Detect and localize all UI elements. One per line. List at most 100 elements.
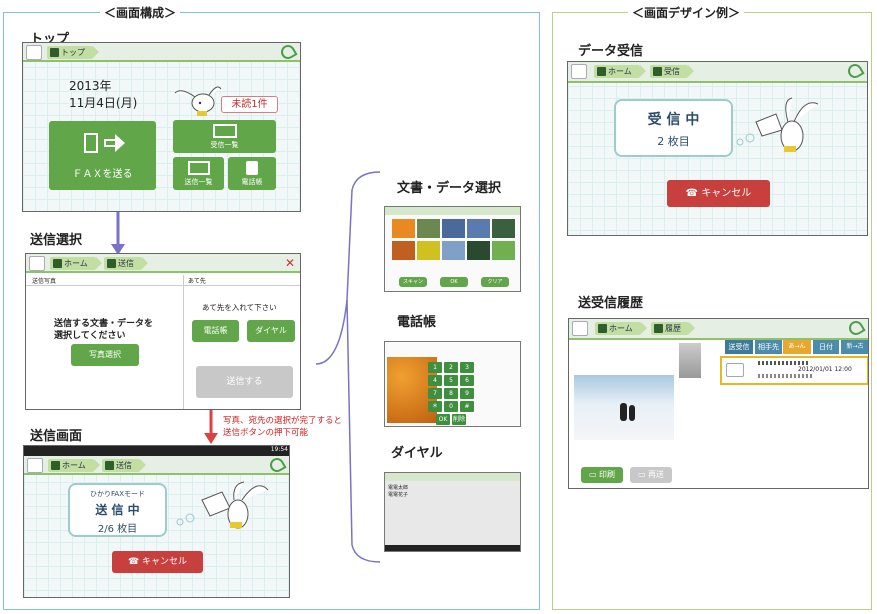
- right-panel-title: ＜画面デザイン例＞: [628, 4, 745, 21]
- phone-icon[interactable]: [267, 455, 287, 475]
- note-line2: 送信ボタンの押下可能: [223, 428, 309, 438]
- printer-icon: ▭: [588, 470, 600, 479]
- key-5[interactable]: 5: [444, 375, 458, 386]
- bunny-mascot-icon: [174, 86, 222, 116]
- tab-date[interactable]: 日付: [813, 340, 839, 354]
- hangup-icon: ☎: [127, 557, 143, 567]
- tab-partner[interactable]: 相手先: [755, 340, 782, 354]
- photo-tile[interactable]: [467, 219, 490, 238]
- crumb-history[interactable]: 履歴: [651, 322, 695, 335]
- crumb-send[interactable]: 送信: [104, 257, 148, 270]
- photo-tile[interactable]: [417, 219, 440, 238]
- app-logo-icon: [27, 458, 43, 473]
- cancel-button[interactable]: ☎ キャンセル: [667, 180, 770, 207]
- history-screen: ホーム 履歴 送受信 相手先 あ→ん 日付 新→古 2012/01/01 12:…: [568, 318, 869, 489]
- receive-status-bubble: 受 信 中 2 枚目: [614, 99, 733, 157]
- scan-button[interactable]: スキャン: [399, 277, 427, 287]
- top-date: 11月4日(月): [69, 96, 138, 110]
- phonebook-icon: [246, 161, 258, 175]
- phonebook-dest-button[interactable]: 電話帳: [192, 320, 239, 342]
- key-delete[interactable]: 削除: [452, 414, 466, 425]
- receive-bar: ホーム 受信: [568, 62, 867, 83]
- phonebook-button[interactable]: 電話帳: [228, 157, 276, 190]
- phone-icon[interactable]: [845, 62, 865, 81]
- left-panel: [3, 12, 540, 610]
- home-icon: [53, 259, 62, 268]
- left-panel-title: ＜画面構成＞: [100, 4, 181, 21]
- doc-select-label: 文書・データ選択: [397, 181, 502, 196]
- key-8[interactable]: 8: [444, 388, 458, 399]
- send-icon: [105, 461, 114, 470]
- receive-screen: ホーム 受信 受 信 中 2 枚目 ☎ キャンセル: [567, 61, 868, 236]
- key-7[interactable]: 7: [428, 388, 442, 399]
- resend-icon: ▭: [637, 470, 649, 479]
- key-1[interactable]: 1: [428, 362, 442, 373]
- close-phone-icon[interactable]: ✕: [284, 256, 295, 270]
- hangup-icon: ☎: [685, 188, 702, 199]
- phone-icon[interactable]: [278, 43, 298, 62]
- crumb-home[interactable]: ホーム: [48, 459, 100, 472]
- history-entry[interactable]: 2012/01/01 12:00: [720, 356, 868, 385]
- key-star[interactable]: ＊: [428, 401, 442, 412]
- dial-thumb: 電電太郎 電電花子: [384, 472, 521, 552]
- thumb-bar: [385, 207, 520, 215]
- photo-tile[interactable]: [442, 219, 465, 238]
- key-hash[interactable]: #: [460, 401, 474, 412]
- phonebook-label: 電話帳: [397, 315, 437, 330]
- key-3[interactable]: 3: [460, 362, 474, 373]
- cancel-button[interactable]: ☎ キャンセル: [112, 551, 203, 573]
- send-button[interactable]: 送信する: [196, 366, 293, 398]
- photo-select-button[interactable]: 写真選択: [71, 344, 139, 366]
- received-list-button[interactable]: 受信一覧: [173, 120, 276, 153]
- send-icon: [107, 259, 116, 268]
- phone-icon[interactable]: [846, 319, 866, 338]
- key-6[interactable]: 6: [460, 375, 474, 386]
- bunny-mascot-icon: [736, 97, 819, 152]
- instruction-line2: 選択してください: [54, 331, 126, 341]
- crumb-home[interactable]: ホーム: [595, 322, 647, 335]
- key-2[interactable]: 2: [444, 362, 458, 373]
- key-ok[interactable]: OK: [436, 414, 450, 425]
- crumb-send[interactable]: 送信: [102, 459, 146, 472]
- top-screen: トップ 2013年 11月4日(月) 未読1件 ＦＡＸを送る 受信一覧 送信一覧…: [22, 42, 301, 212]
- photo-tile[interactable]: [392, 219, 415, 238]
- key-9[interactable]: 9: [460, 388, 474, 399]
- crumb-home[interactable]: ホーム: [50, 257, 102, 270]
- clear-button[interactable]: クリア: [481, 277, 509, 287]
- inbox-icon: [212, 124, 237, 138]
- clock: 19:54: [270, 446, 288, 453]
- tab-partner-sort[interactable]: あ→ん: [783, 340, 811, 354]
- photo-tile[interactable]: [492, 219, 515, 238]
- sending-bar: ホーム 送信: [24, 455, 289, 475]
- key-4[interactable]: 4: [428, 375, 442, 386]
- crumb-home[interactable]: ホーム: [594, 65, 646, 78]
- sent-list-button[interactable]: 送信一覧: [173, 157, 224, 190]
- print-button[interactable]: ▭ 印刷: [581, 467, 623, 483]
- crumb-top[interactable]: トップ: [47, 46, 99, 59]
- header-divider: [26, 285, 300, 286]
- top-bar: トップ: [23, 43, 300, 62]
- receive-icon: [653, 67, 662, 76]
- photo-tile[interactable]: [392, 241, 415, 260]
- resend-button[interactable]: ▭ 再送: [630, 467, 672, 483]
- column-divider: [183, 275, 184, 409]
- fax-send-button[interactable]: ＦＡＸを送る: [49, 121, 156, 190]
- photo-tile[interactable]: [492, 241, 515, 260]
- photo-tile[interactable]: [467, 241, 490, 260]
- photo-tile[interactable]: [417, 241, 440, 260]
- home-icon: [598, 324, 607, 333]
- tab-date-sort[interactable]: 新→古: [841, 340, 868, 354]
- instruction-line1: 送信する文書・データを: [54, 319, 154, 329]
- app-logo-icon: [572, 321, 588, 336]
- send-select-bar: ホーム 送信 ✕: [26, 254, 300, 273]
- crumb-receive[interactable]: 受信: [650, 65, 694, 78]
- ok-button[interactable]: OK: [440, 277, 468, 287]
- key-0[interactable]: 0: [444, 401, 458, 412]
- dial-list-item[interactable]: 電電花子: [388, 492, 409, 498]
- tab-send-receive[interactable]: 送受信: [725, 340, 753, 354]
- photo-tile[interactable]: [442, 241, 465, 260]
- dial-list-item[interactable]: 電電太郎: [388, 485, 409, 491]
- unread-badge[interactable]: 未読1件: [221, 96, 278, 113]
- dial-dest-button[interactable]: ダイヤル: [247, 320, 295, 342]
